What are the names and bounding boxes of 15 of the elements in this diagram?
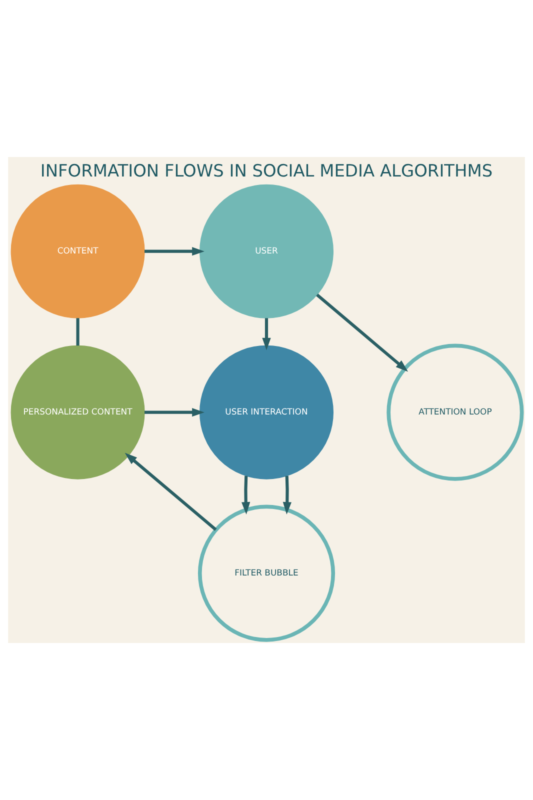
arrow (262, 318, 271, 350)
arrow (144, 408, 204, 417)
node-circle: ATTENTION LOOP (386, 344, 524, 481)
arrow (282, 476, 292, 514)
diagram-title: INFORMATION FLOWS IN SOCIAL MEDIA ALGORITHMS (40, 160, 493, 181)
node-circle: FILTER BUBBLE (198, 504, 336, 642)
node-circle: CONTENT (10, 184, 145, 318)
node-circle: USER INTERACTION (200, 345, 334, 480)
connector (76, 318, 80, 346)
node-circle: PERSONALIZED CONTENT (10, 345, 145, 480)
node-circle: USER (200, 184, 334, 318)
arrow (316, 294, 408, 372)
arrow (242, 476, 250, 514)
arrow (124, 452, 217, 531)
arrow (144, 247, 204, 256)
